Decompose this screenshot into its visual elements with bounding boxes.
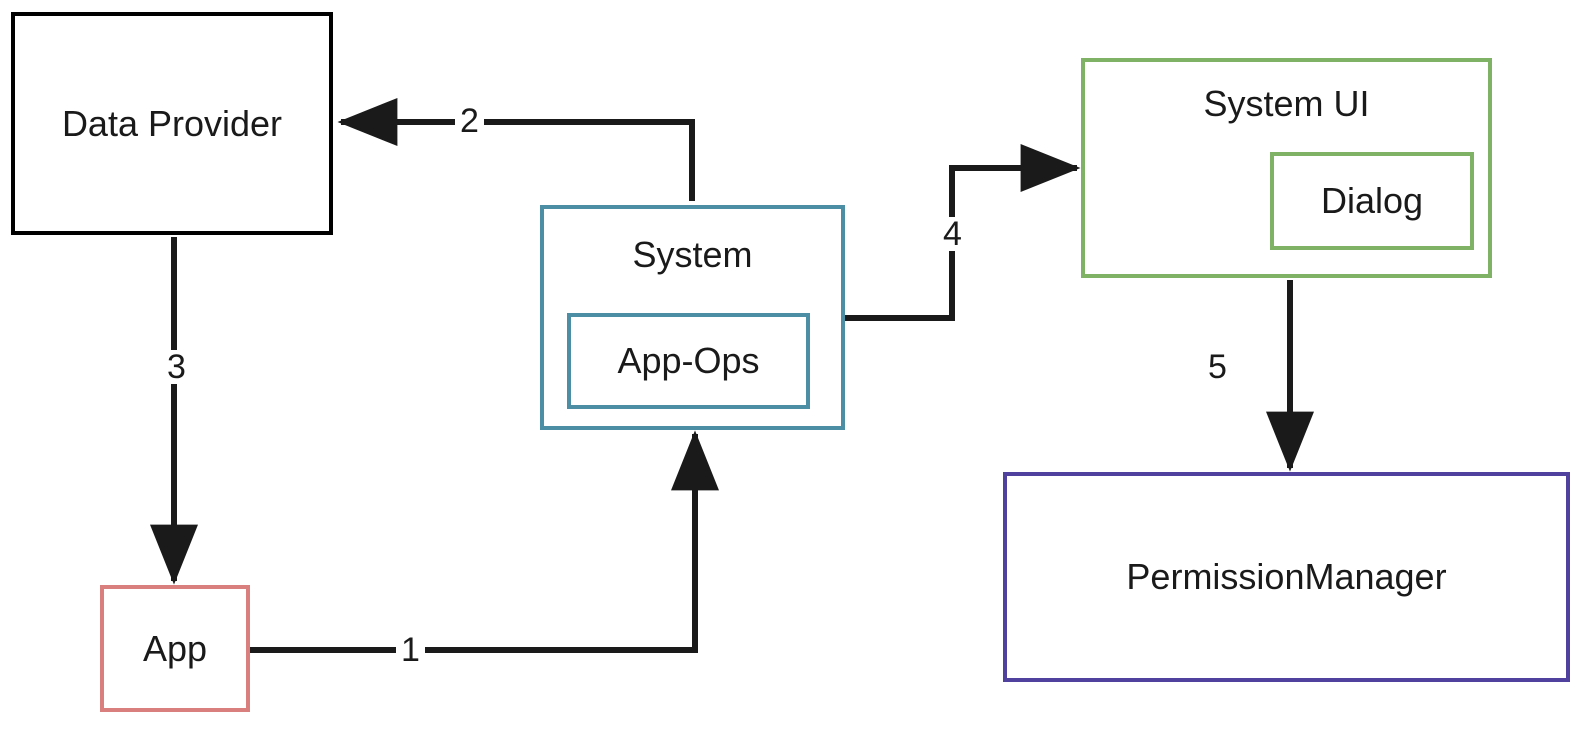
node-data-provider[interactable]: Data Provider [11,12,333,235]
node-app-label: App [142,627,208,669]
edge-label-1: 1 [396,633,425,667]
node-permission-manager-label: PermissionManager [1126,556,1447,597]
node-dialog[interactable]: Dialog [1270,152,1474,250]
edge-2-path [337,98,695,201]
edge-label-4: 4 [938,217,967,251]
node-permission-manager[interactable]: PermissionManager [1003,472,1570,682]
edge-label-2: 2 [455,104,484,138]
node-app-ops[interactable]: App-Ops [567,313,810,409]
node-dialog-label: Dialog [1320,180,1424,221]
edge-1-path [250,430,719,653]
node-app-ops-label: App-Ops [617,340,760,381]
node-system-ui-label: System UI [1203,83,1370,124]
edge-label-5: 5 [1203,350,1232,384]
edge-label-3: 3 [162,350,191,384]
node-data-provider-label: Data Provider [61,102,283,144]
node-system-label: System [632,234,753,275]
node-app[interactable]: App [100,585,250,712]
